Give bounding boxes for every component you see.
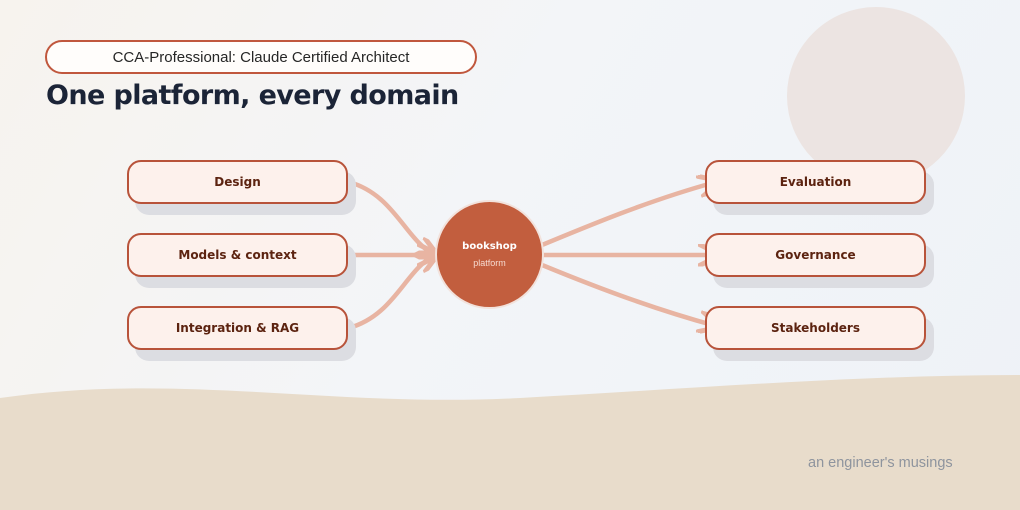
certification-badge-label: CCA-Professional: Claude Certified Archi… <box>112 48 410 66</box>
certification-badge: CCA-Professional: Claude Certified Archi… <box>45 40 477 74</box>
page-title: One platform, every domain <box>46 80 459 111</box>
background-circle <box>787 7 965 185</box>
footer-credit: an engineer's musings <box>808 455 953 471</box>
hub-title: bookshop <box>462 241 517 252</box>
node-integration-rag: Integration & RAG <box>127 306 348 350</box>
node-governance: Governance <box>705 233 926 277</box>
node-label: Evaluation <box>779 175 852 189</box>
node-label: Design <box>214 175 261 189</box>
hub-subtitle: platform <box>473 258 506 268</box>
node-evaluation: Evaluation <box>705 160 926 204</box>
connector-evaluation <box>527 182 716 253</box>
node-label: Models & context <box>178 248 297 262</box>
hub-platform-node: bookshop platform <box>435 200 544 309</box>
connector-integration-rag <box>346 255 435 331</box>
node-label: Stakeholders <box>771 321 860 335</box>
node-label: Governance <box>775 248 856 262</box>
connector-stakeholders <box>527 257 716 326</box>
connector-design <box>346 179 435 255</box>
node-stakeholders: Stakeholders <box>705 306 926 350</box>
node-models-context: Models & context <box>127 233 348 277</box>
node-label: Integration & RAG <box>175 321 300 335</box>
node-design: Design <box>127 160 348 204</box>
